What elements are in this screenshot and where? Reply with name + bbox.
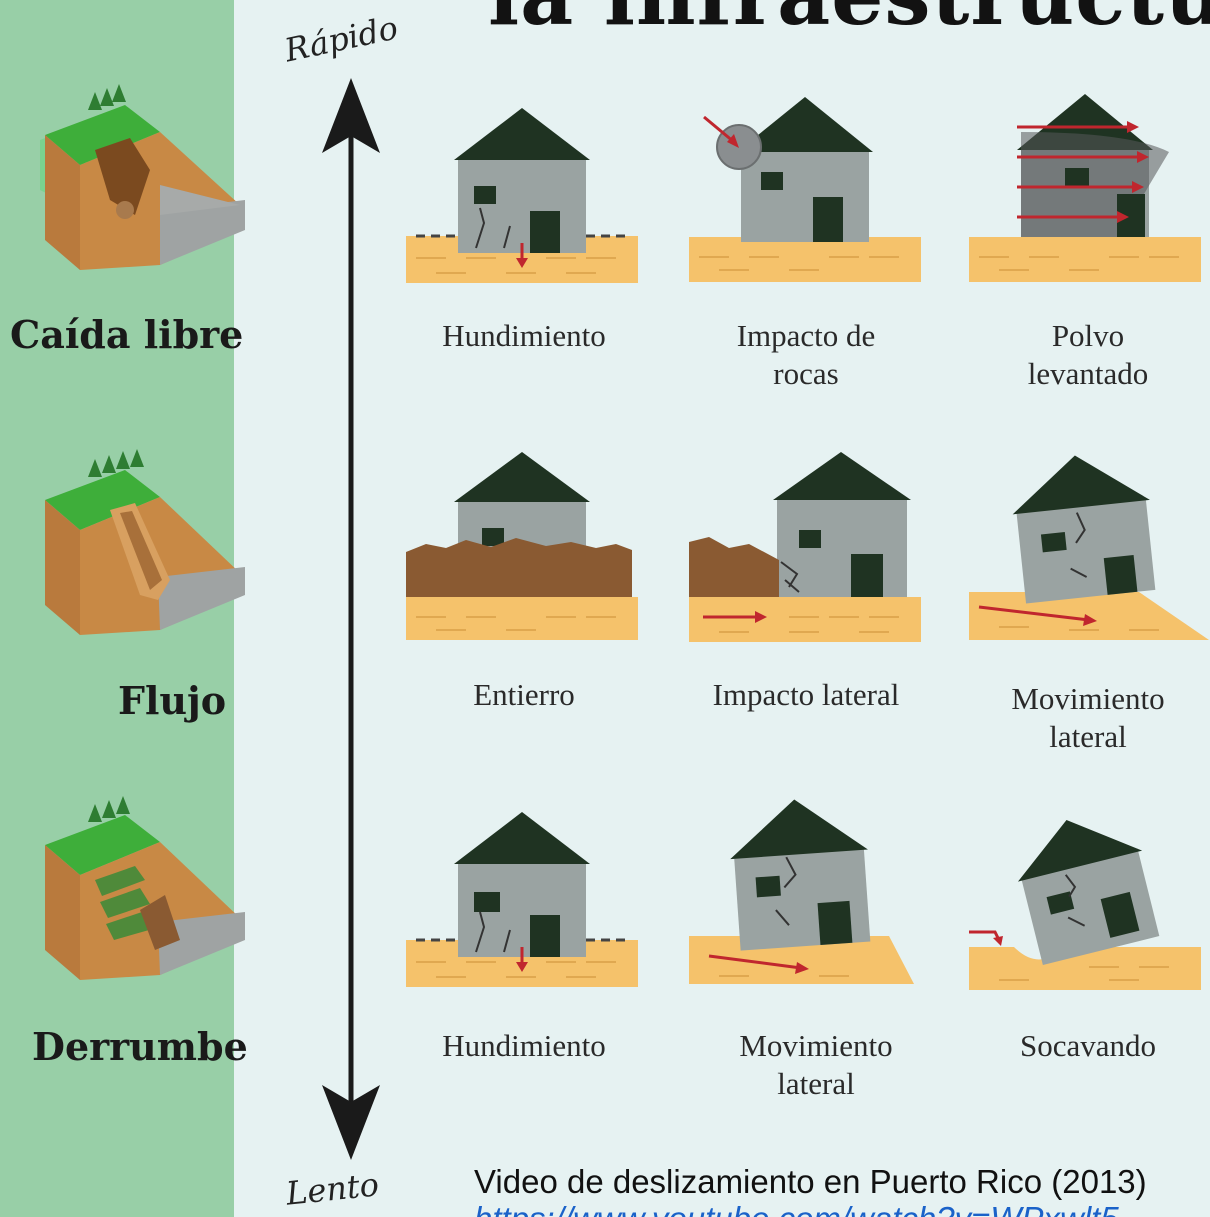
category-label-derrumbe: Derrumbe — [32, 1024, 248, 1069]
impact-label: Polvo levantado — [1027, 318, 1149, 391]
impact-hundimiento-2-icon — [406, 812, 638, 987]
speed-label-fast: Rápido — [281, 8, 402, 70]
speed-axis-arrow — [322, 78, 380, 1160]
impact-impacto-lateral-icon — [689, 452, 921, 642]
impact-label: Movimiento lateral — [739, 1028, 893, 1101]
category-label-caida-libre: Caída libre — [10, 312, 244, 357]
impact-label: Entierro — [473, 677, 575, 712]
impact-socavando-icon — [969, 820, 1201, 990]
impact-polvo-levantado-icon — [969, 94, 1201, 282]
impact-movimiento-lateral-icon — [969, 455, 1209, 640]
caida-libre-illustration — [40, 84, 245, 270]
impact-label: Impacto de rocas — [736, 318, 876, 391]
derrumbe-illustration — [45, 796, 245, 980]
impact-hundimiento-icon — [406, 108, 638, 283]
impact-label: Socavando — [1019, 1028, 1157, 1063]
category-label-flujo: Flujo — [118, 678, 227, 723]
speed-label-slow: Lento — [284, 1165, 381, 1213]
page-title: la infraestructura — [488, 0, 1210, 44]
video-caption: Video de deslizamiento en Puerto Rico (2… — [474, 1163, 1147, 1200]
video-link[interactable]: https://www.youtube.com/watch?v=WPxwlt5 — [474, 1200, 1119, 1217]
impact-movimiento-lateral-2-icon — [689, 799, 914, 984]
impact-impacto-rocas-icon — [689, 97, 921, 282]
impact-label: Hundimiento — [442, 318, 606, 353]
impact-entierro-icon — [406, 452, 638, 640]
flujo-illustration — [45, 449, 245, 635]
impact-label: Hundimiento — [442, 1028, 606, 1063]
impact-label: Impacto lateral — [712, 677, 900, 712]
impact-label: Movimiento lateral — [1011, 681, 1165, 754]
